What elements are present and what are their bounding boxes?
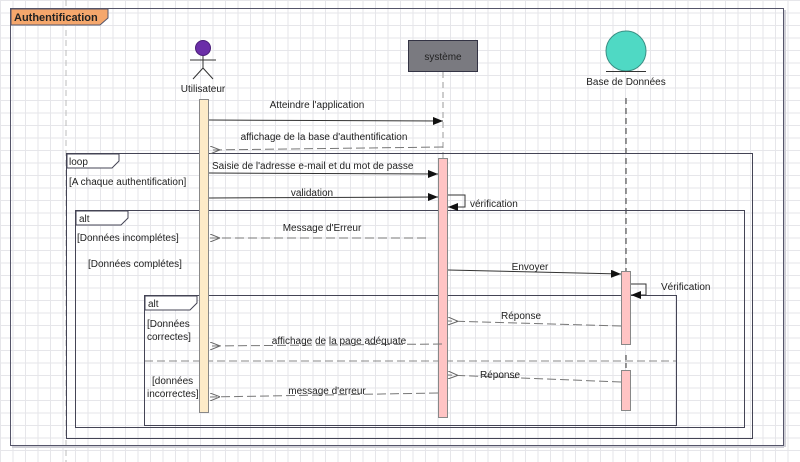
message-12[interactable]: message d'erreur [210,386,439,397]
lifeline-user[interactable]: Utilisateur [181,40,226,96]
lifeline-label-user: Utilisateur [181,84,226,95]
message-7[interactable]: Envoyer [447,262,622,278]
alt-inner-operator: alt [148,299,159,310]
activation-user [199,99,209,413]
message-4[interactable]: validation [208,188,439,202]
lifeline-system[interactable]: système [408,40,478,72]
activation-system [438,158,448,418]
svg-text:Vérification: Vérification [661,282,710,293]
svg-text:affichage de la page adéquate: affichage de la page adéquate [272,336,407,347]
message-11[interactable]: Réponse [448,370,622,383]
alt-inner-guard-1b: correctes] [147,332,191,343]
fragment-alt-outer: alt [Données incomplétes] [Données compl… [75,210,745,428]
alt-inner-guard-2b: incorrectes] [147,389,199,400]
svg-text:Message d'Erreur: Message d'Erreur [283,223,362,234]
loop-guard: [A chaque authentification] [69,177,187,188]
fragment-loop: loop [A chaque authentification] [66,153,753,439]
message-8-self[interactable]: Vérification [631,282,710,299]
svg-text:Réponse: Réponse [501,311,541,322]
svg-text:Réponse: Réponse [480,370,520,381]
lifeline-label-db: Base de Données [586,77,666,88]
message-2[interactable]: affichage de la base d'authentification [210,132,444,150]
svg-text:Atteindre l'application: Atteindre l'application [270,100,365,111]
svg-text:Saisie de l'adresse e-mail et: Saisie de l'adresse e-mail et du mot de … [212,161,414,172]
entity-icon [605,30,647,72]
svg-text:message d'erreur: message d'erreur [288,386,366,397]
svg-text:validation: validation [291,188,333,199]
lifeline-db[interactable]: Base de Données [586,30,666,88]
message-5-self[interactable]: vérification [448,194,518,211]
alt-outer-guard-2: [Données complétes] [88,259,182,270]
message-1[interactable]: Atteindre l'application [208,100,444,125]
message-10[interactable]: affichage de la page adéquate [210,336,443,347]
svg-text:affichage de la base d'authent: affichage de la base d'authentification [241,132,408,143]
activation-db-1 [621,271,631,345]
alt-outer-guard-1: [Données incomplétes] [77,233,179,244]
svg-text:vérification: vérification [470,199,518,210]
fragment-alt-inner: alt [Données correctes] [données incorre… [144,295,677,426]
message-6[interactable]: Message d'Erreur [210,223,426,238]
lifeline-label-system: système [424,52,462,63]
message-3[interactable]: Saisie de l'adresse e-mail et du mot de … [208,161,439,178]
outer-frame: Authentification [10,8,786,448]
loop-operator: loop [69,157,88,168]
alt-inner-guard-2a: [données [152,376,193,387]
frame-title: Authentification [14,12,98,24]
message-9[interactable]: Réponse [448,311,622,327]
alt-inner-guard-1a: [Données [147,319,190,330]
frame-title-tab [10,8,109,26]
actor-head-icon [195,40,211,56]
svg-text:Envoyer: Envoyer [512,262,549,273]
alt-outer-operator: alt [79,214,90,225]
activation-db-2 [621,370,631,411]
